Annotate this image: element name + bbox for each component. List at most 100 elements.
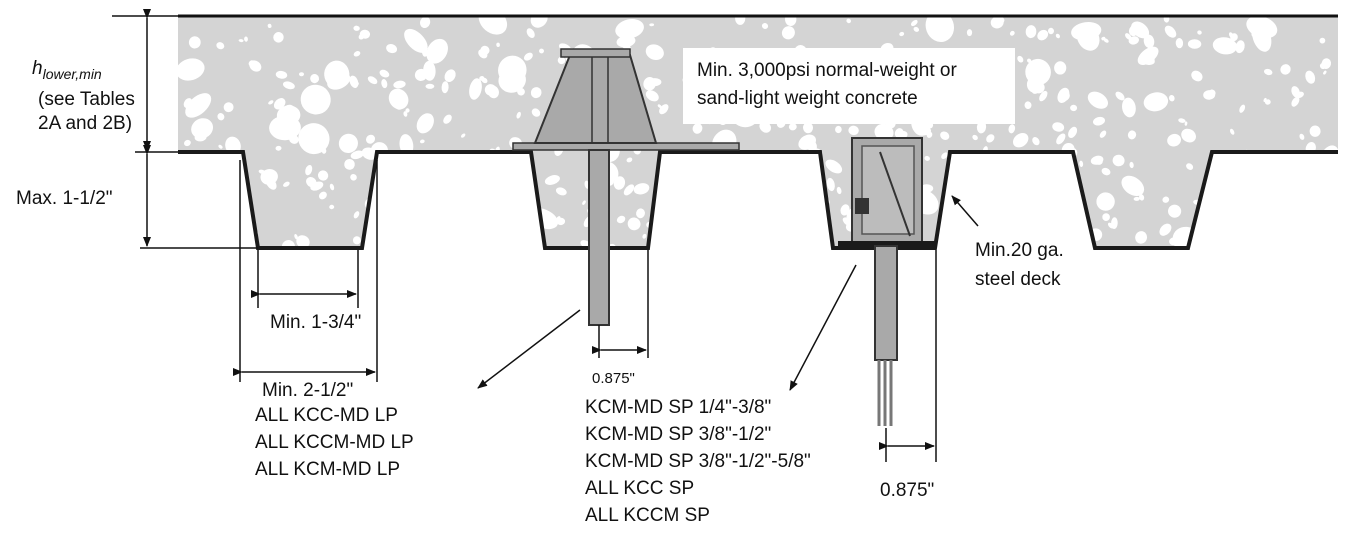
aggregate-pebble bbox=[1125, 33, 1132, 40]
aggregate-pebble bbox=[1178, 118, 1186, 123]
aggregate-pebble bbox=[781, 26, 795, 40]
aggregate-pebble bbox=[419, 139, 425, 144]
aggregate-pebble bbox=[1042, 190, 1049, 197]
aggregate-pebble bbox=[657, 104, 662, 109]
aggregate-pebble bbox=[1112, 154, 1125, 167]
aggregate-pebble bbox=[1168, 95, 1175, 102]
aggregate-pebble bbox=[349, 75, 359, 88]
aggregate-pebble bbox=[1092, 116, 1106, 126]
aggregate-pebble bbox=[1159, 223, 1172, 236]
aggregate-pebble bbox=[358, 34, 365, 40]
aggregate-pebble bbox=[645, 44, 664, 61]
aggregate-pebble bbox=[1139, 194, 1145, 201]
aggregate-pebble bbox=[338, 133, 358, 154]
aggregate-pebble bbox=[419, 177, 430, 190]
aggregate-pebble bbox=[1273, 162, 1289, 181]
aggregate-pebble bbox=[299, 72, 304, 77]
aggregate-pebble bbox=[642, 233, 647, 239]
aggregate-pebble bbox=[941, 152, 948, 159]
aggregate-pebble bbox=[523, 52, 533, 61]
aggregate-pebble bbox=[306, 177, 317, 188]
aggregate-pebble bbox=[496, 42, 500, 47]
aggregate-pebble bbox=[1087, 91, 1109, 109]
aggregate-pebble bbox=[1107, 222, 1114, 229]
aggregate-pebble bbox=[1197, 30, 1202, 35]
h-lower-subscript: lower,min bbox=[42, 65, 102, 82]
aggregate-pebble bbox=[1135, 231, 1148, 244]
aggregate-pebble bbox=[899, 31, 905, 37]
aggregate-pebble bbox=[1291, 86, 1300, 98]
aggregate-pebble bbox=[1068, 126, 1078, 138]
aggregate-pebble bbox=[389, 238, 395, 243]
aggregate-pebble bbox=[955, 178, 962, 184]
aggregate-pebble bbox=[818, 220, 827, 228]
concrete-note-line-1: Min. 3,000psi normal-weight or bbox=[697, 60, 957, 81]
aggregate-pebble bbox=[1214, 183, 1226, 193]
aggregate-pebble bbox=[1102, 213, 1110, 221]
aggregate-pebble bbox=[1187, 39, 1202, 49]
aggregate-pebble bbox=[765, 226, 777, 238]
aggregate-pebble bbox=[1291, 96, 1300, 107]
aggregate-pebble bbox=[1036, 200, 1040, 206]
aggregate-pebble bbox=[781, 186, 795, 201]
aggregate-pebble bbox=[444, 242, 452, 248]
aggregate-pebble bbox=[381, 79, 388, 89]
aggregate-pebble bbox=[910, 19, 918, 27]
aggregate-pebble bbox=[1037, 29, 1049, 41]
aggregate-pebble bbox=[692, 123, 703, 134]
aggregate-pebble bbox=[1248, 17, 1259, 25]
aggregate-pebble bbox=[443, 186, 453, 194]
aggregate-pebble bbox=[1261, 41, 1269, 48]
aggregate-pebble bbox=[510, 74, 516, 78]
lp-anchor bbox=[512, 48, 740, 326]
aggregate-pebble bbox=[645, 90, 659, 102]
aggregate-pebble bbox=[719, 223, 731, 236]
aggregate-pebble bbox=[178, 58, 205, 81]
aggregate-pebble bbox=[416, 113, 434, 134]
concrete-note-line-2: sand-light weight concrete bbox=[697, 88, 918, 109]
aggregate-pebble bbox=[737, 227, 744, 233]
aggregate-pebble bbox=[1008, 124, 1016, 134]
aggregate-pebble bbox=[557, 56, 566, 65]
aggregate-pebble bbox=[1280, 64, 1291, 75]
aggregate-pebble bbox=[1319, 37, 1326, 44]
aggregate-pebble bbox=[294, 234, 298, 240]
aggregate-pebble bbox=[209, 219, 226, 241]
aggregate-pebble bbox=[1181, 128, 1196, 143]
aggregate-pebble bbox=[258, 169, 267, 175]
aggregate-pebble bbox=[472, 240, 485, 248]
aggregate-pebble bbox=[479, 75, 485, 81]
aggregate-pebble bbox=[1310, 236, 1337, 248]
aggregate-pebble bbox=[282, 81, 295, 90]
aggregate-pebble bbox=[718, 212, 732, 226]
aggregate-pebble bbox=[826, 177, 835, 192]
aggregate-pebble bbox=[393, 80, 406, 89]
aggregate-pebble bbox=[665, 212, 695, 241]
aggregate-pebble bbox=[1203, 90, 1216, 100]
aggregate-pebble bbox=[788, 218, 794, 225]
aggregate-pebble bbox=[1234, 201, 1250, 218]
aggregate-pebble bbox=[275, 145, 282, 151]
aggregate-pebble bbox=[385, 239, 390, 245]
lp-anchor-item: ALL KCCM-MD LP bbox=[255, 432, 414, 453]
aggregate-pebble bbox=[1233, 222, 1246, 234]
aggregate-pebble bbox=[443, 114, 452, 124]
aggregate-pebble bbox=[940, 131, 950, 140]
aggregate-pebble bbox=[1213, 182, 1218, 188]
aggregate-pebble bbox=[425, 83, 435, 89]
aggregate-pebble bbox=[825, 159, 843, 174]
aggregate-pebble bbox=[1101, 36, 1106, 41]
aggregate-pebble bbox=[811, 155, 816, 160]
aggregate-pebble bbox=[1003, 181, 1028, 203]
aggregate-pebble bbox=[636, 208, 645, 219]
aggregate-pebble bbox=[218, 144, 223, 149]
aggregate-pebble bbox=[947, 207, 975, 239]
aggregate-pebble bbox=[300, 84, 331, 115]
aggregate-pebble bbox=[798, 134, 817, 150]
aggregate-pebble bbox=[501, 207, 510, 216]
aggregate-pebble bbox=[1259, 29, 1265, 36]
aggregate-pebble bbox=[405, 108, 410, 113]
aggregate-pebble bbox=[623, 184, 635, 196]
aggregate-pebble bbox=[1009, 30, 1015, 36]
